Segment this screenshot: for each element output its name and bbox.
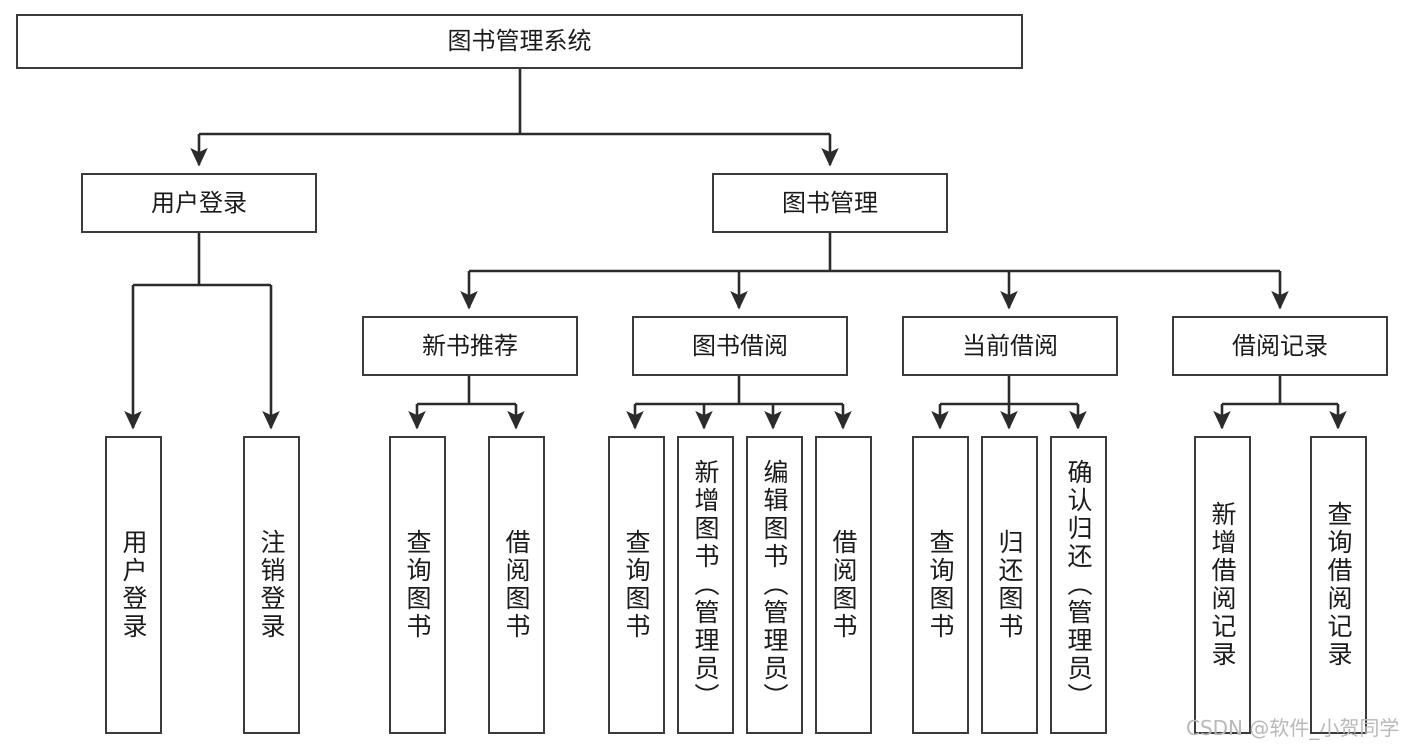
node-leaf-return-book-label: 归还图书 — [995, 529, 1024, 641]
node-leaf-logout-login-label: 注销登录 — [257, 529, 286, 641]
node-current-borrow-label: 当前借阅 — [962, 331, 1058, 360]
node-leaf-query-book-2-label: 查询图书 — [622, 529, 651, 641]
node-borrow-record-label: 借阅记录 — [1232, 331, 1328, 360]
node-leaf-borrow-book-1[interactable]: 借阅图书 — [488, 436, 545, 734]
node-book-manage[interactable]: 图书管理 — [712, 173, 948, 233]
csdn-watermark: CSDN @软件_小贺同学 — [1186, 716, 1400, 740]
node-new-book-recommend[interactable]: 新书推荐 — [362, 316, 578, 376]
node-leaf-borrow-book-2[interactable]: 借阅图书 — [815, 436, 872, 734]
node-leaf-query-book-3-label: 查询图书 — [926, 529, 955, 641]
node-leaf-add-record-label: 新增借阅记录 — [1208, 501, 1237, 669]
node-leaf-edit-book-label: 编辑图书（管理员） — [760, 459, 789, 711]
node-root-label: 图书管理系统 — [447, 27, 592, 56]
node-user-login-label: 用户登录 — [151, 188, 247, 217]
node-borrow-record[interactable]: 借阅记录 — [1172, 316, 1388, 376]
node-leaf-add-book-label: 新增图书（管理员） — [691, 459, 720, 711]
node-user-login[interactable]: 用户登录 — [81, 173, 317, 233]
node-leaf-query-record-label: 查询借阅记录 — [1324, 501, 1353, 669]
node-leaf-query-book-3[interactable]: 查询图书 — [912, 436, 969, 734]
node-leaf-add-record[interactable]: 新增借阅记录 — [1194, 436, 1251, 734]
node-leaf-query-book-1[interactable]: 查询图书 — [389, 436, 446, 734]
node-book-manage-label: 图书管理 — [782, 188, 878, 217]
node-leaf-return-book[interactable]: 归还图书 — [981, 436, 1038, 734]
node-leaf-borrow-book-2-label: 借阅图书 — [829, 529, 858, 641]
node-new-book-recommend-label: 新书推荐 — [422, 331, 518, 360]
node-leaf-confirm-return-label: 确认归还（管理员） — [1064, 459, 1093, 711]
node-book-borrow-label: 图书借阅 — [692, 331, 788, 360]
node-leaf-query-book-2[interactable]: 查询图书 — [608, 436, 665, 734]
node-leaf-query-record[interactable]: 查询借阅记录 — [1310, 436, 1367, 734]
node-leaf-user-login[interactable]: 用户登录 — [105, 436, 162, 734]
node-leaf-query-book-1-label: 查询图书 — [403, 529, 432, 641]
node-root[interactable]: 图书管理系统 — [16, 14, 1023, 69]
node-leaf-user-login-label: 用户登录 — [119, 529, 148, 641]
node-leaf-borrow-book-1-label: 借阅图书 — [502, 529, 531, 641]
node-leaf-edit-book[interactable]: 编辑图书（管理员） — [746, 436, 803, 734]
node-book-borrow[interactable]: 图书借阅 — [632, 316, 848, 376]
node-leaf-logout-login[interactable]: 注销登录 — [243, 436, 300, 734]
node-leaf-add-book[interactable]: 新增图书（管理员） — [677, 436, 734, 734]
node-leaf-confirm-return[interactable]: 确认归还（管理员） — [1050, 436, 1107, 734]
node-current-borrow[interactable]: 当前借阅 — [902, 316, 1118, 376]
